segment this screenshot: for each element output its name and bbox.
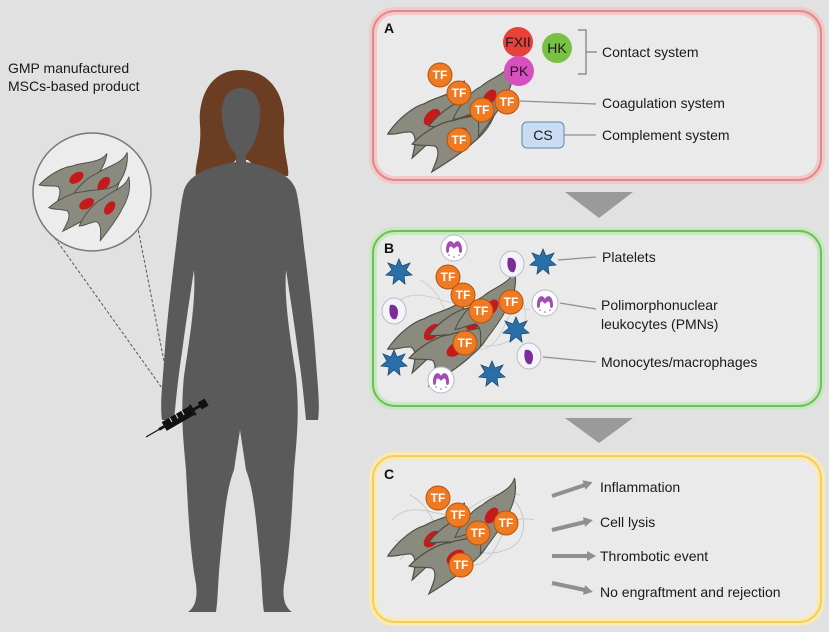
flow-arrow-a-to-b xyxy=(565,192,633,218)
outcome-rejection: No engraftment and rejection xyxy=(600,584,781,600)
platelets-label: Platelets xyxy=(602,249,656,265)
panel-a: A TF TF TF TF TF FXII HK PK Contact syst… xyxy=(369,7,825,184)
tf-badge: TF xyxy=(468,298,494,324)
svg-text:FXII: FXII xyxy=(505,34,531,50)
coagulation-system-label: Coagulation system xyxy=(602,95,725,111)
pmn-icon xyxy=(531,289,559,317)
panel-c-letter: C xyxy=(384,466,394,482)
svg-text:TF: TF xyxy=(451,508,466,522)
outcome-inflammation: Inflammation xyxy=(600,479,680,495)
panel-c: C TF TF TF TF TF Inflammation Cell lysis… xyxy=(369,452,825,626)
contact-system-label: Contact system xyxy=(602,44,698,60)
body xyxy=(161,88,319,612)
tf-badge: TF xyxy=(494,89,520,115)
outcome-arrow xyxy=(551,515,594,532)
svg-text:TF: TF xyxy=(471,526,486,540)
pmn-label-line1: Polimorphonuclear xyxy=(601,297,718,313)
zoom-line-upper xyxy=(121,146,173,403)
tf-badge: TF xyxy=(452,330,478,356)
product-label-line2: MSCs-based product xyxy=(8,78,140,94)
monocyte-icon xyxy=(516,342,542,370)
svg-text:TF: TF xyxy=(456,288,471,302)
tf-badge: TF xyxy=(450,282,476,308)
svg-text:TF: TF xyxy=(452,133,467,147)
tf-badge: TF xyxy=(425,485,451,511)
magnified-cells xyxy=(32,132,152,252)
tf-badge: TF xyxy=(427,62,453,88)
svg-text:PK: PK xyxy=(510,63,529,79)
tf-badge: TF xyxy=(446,127,472,153)
tf-badge: TF xyxy=(469,97,495,123)
outcome-arrow xyxy=(551,477,595,498)
outcome-cell-lysis: Cell lysis xyxy=(600,514,655,530)
tf-badge: TF xyxy=(493,510,519,536)
coagulation-connector xyxy=(519,100,597,105)
complement-cs-box: CS xyxy=(521,121,565,149)
svg-text:HK: HK xyxy=(547,40,567,56)
svg-text:CS: CS xyxy=(533,127,552,143)
svg-text:TF: TF xyxy=(454,558,469,572)
svg-text:TF: TF xyxy=(475,103,490,117)
complement-system-label: Complement system xyxy=(602,127,730,143)
hk-factor: HK xyxy=(542,33,572,63)
svg-text:TF: TF xyxy=(441,270,456,284)
tf-badge: TF xyxy=(465,520,491,546)
svg-text:TF: TF xyxy=(500,95,515,109)
svg-text:TF: TF xyxy=(504,295,519,309)
monocyte-icon xyxy=(381,297,407,325)
contact-bracket xyxy=(578,29,597,75)
monocyte-icon xyxy=(499,250,525,278)
pk-factor: PK xyxy=(504,56,534,86)
human-silhouette xyxy=(161,70,319,612)
panel-b-letter: B xyxy=(384,240,394,256)
svg-text:TF: TF xyxy=(452,86,467,100)
mono-connector xyxy=(542,356,597,363)
syringe-icon xyxy=(145,398,209,438)
zoom-line-lower xyxy=(51,233,173,403)
tf-badge: TF xyxy=(445,502,471,528)
svg-text:TF: TF xyxy=(433,68,448,82)
monocytes-label: Monocytes/macrophages xyxy=(601,354,757,370)
pmn-connector xyxy=(559,302,597,310)
pmn-label-line2: leukocytes (PMNs) xyxy=(601,316,718,332)
platelets-connector xyxy=(557,256,597,261)
svg-text:TF: TF xyxy=(458,336,473,350)
tf-badge: TF xyxy=(446,80,472,106)
tf-badge: TF xyxy=(448,552,474,578)
panel-b: B TF TF TF TF TF Platelets Polimorphonuc… xyxy=(369,227,825,410)
svg-text:TF: TF xyxy=(431,491,446,505)
svg-text:TF: TF xyxy=(499,516,514,530)
tf-badge: TF xyxy=(498,289,524,315)
fxii-factor: FXII xyxy=(503,27,533,57)
pmn-icon xyxy=(427,366,455,394)
outcome-arrow xyxy=(551,581,594,597)
tf-badge: TF xyxy=(435,264,461,290)
outcome-thrombotic-event: Thrombotic event xyxy=(600,548,708,564)
flow-arrow-b-to-c xyxy=(565,418,633,443)
product-label-line1: GMP manufactured xyxy=(8,60,129,76)
svg-text:TF: TF xyxy=(474,304,489,318)
pmn-icon xyxy=(440,234,468,262)
outcome-arrow xyxy=(552,551,596,561)
panel-a-letter: A xyxy=(384,20,394,36)
